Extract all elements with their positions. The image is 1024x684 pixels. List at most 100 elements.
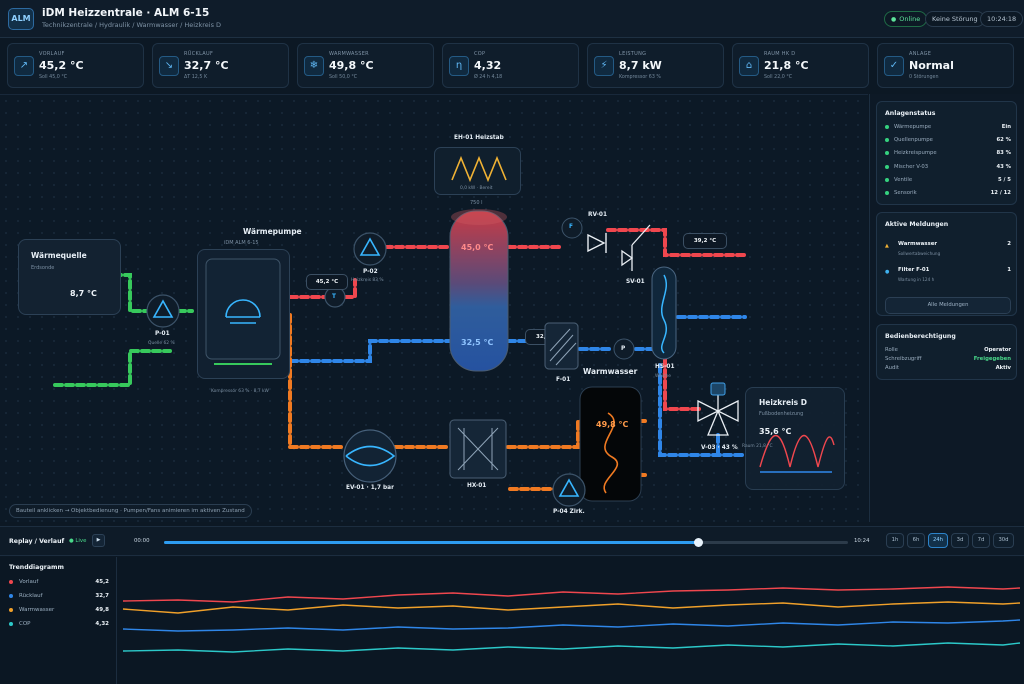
range-7d[interactable]: 7d	[972, 533, 990, 548]
evaporator-label[interactable]: EV-01 · 1,7 bar	[346, 485, 394, 491]
kpi-sub: Ø 24 h 4,18	[474, 75, 503, 80]
kpi-value: 8,7 kW	[619, 59, 662, 72]
kpi-card-ruecklauf[interactable]: ↘ RÜCKLAUF 32,7 °C ΔT 12,5 K	[152, 43, 289, 88]
dhw-temp: 49,8 °C	[596, 420, 629, 429]
eta-icon: η	[449, 56, 469, 76]
top-bar: ALM iDM Heizzentrale · ALM 6-15 Technikz…	[0, 0, 1024, 38]
return-temp-tag[interactable]: 32,	[525, 329, 551, 345]
hydraulic-schematic: Wärmequelle Erdsonde 8,7 °C P-01 Quelle …	[0, 94, 868, 522]
arrow-up-right-icon: ↗	[14, 56, 34, 76]
heatpump-card[interactable]	[197, 249, 290, 379]
heatpump-title: Wärmepumpe	[243, 227, 302, 236]
range-3d[interactable]: 3d	[951, 533, 969, 548]
replay-slider[interactable]	[164, 538, 848, 547]
pump-p01-sub: Quelle 62 %	[148, 341, 175, 346]
pressure-sensor-p-label[interactable]: P	[621, 346, 626, 352]
kpi-card-leistung[interactable]: ⚡ LEISTUNG 8,7 kW Kompressor 63 %	[587, 43, 724, 88]
kpi-card-warmwasser[interactable]: ❄ WARMWASSER 49,8 °C Soll 50,0 °C	[297, 43, 434, 88]
home-icon: ⌂	[739, 56, 759, 76]
legend-swatch	[9, 579, 13, 584]
pump-p02-sub: Heizkreis 83 %	[351, 278, 384, 283]
range-6h[interactable]: 6h	[907, 533, 925, 548]
heatpump-sub: Kompressor 63 % · 8,7 kW	[211, 389, 269, 394]
kpi-value: 4,32	[474, 59, 502, 72]
flow-sensor-f-label[interactable]: F	[569, 224, 573, 230]
page-title: iDM Heizzentrale · ALM 6-15	[42, 7, 210, 19]
kpi-value: 49,8 °C	[329, 59, 374, 72]
source-pipe-return	[53, 349, 172, 387]
heat-exchanger-label[interactable]: HX-01	[467, 483, 487, 489]
safety-valve-sv01	[621, 249, 634, 267]
kpi-label: VORLAUF	[39, 51, 65, 57]
return-pipe-mixer	[658, 363, 747, 457]
replay-title: Replay / Verlauf	[9, 538, 65, 545]
alerts-card: Aktive Meldungen ▲ Warmwasser Sollwertab…	[876, 212, 1017, 316]
fault-status-badge[interactable]: Keine Störung	[925, 11, 985, 27]
range-30d[interactable]: 30d	[993, 533, 1014, 548]
filter-f01-label[interactable]: F-01	[556, 377, 571, 383]
kpi-card-cop[interactable]: η COP 4,32 Ø 24 h 4,18	[442, 43, 579, 88]
kpi-card-raum[interactable]: ⌂ RAUM HK D 21,8 °C Soll 22,0 °C	[732, 43, 869, 88]
snowflake-icon: ❄	[304, 56, 324, 76]
schematic-pipes	[37, 155, 835, 507]
status-title: Anlagenstatus	[885, 110, 936, 117]
mixer-valve-label[interactable]: V-03 · 43 %	[701, 445, 738, 451]
pump-p02-label[interactable]: P-02	[363, 269, 378, 275]
kpi-card-vorlauf[interactable]: ↗ VORLAUF 45,2 °C Soll 45,0 °C	[7, 43, 144, 88]
check-valve-rv01-label[interactable]: RV-01	[588, 212, 608, 218]
legend-swatch	[9, 593, 13, 598]
breadcrumb[interactable]: Technikzentrale / Hydraulik / Warmwasser…	[42, 21, 222, 29]
access-title: Bedienberechtigung	[885, 333, 956, 340]
kpi-label: WARMWASSER	[329, 51, 369, 57]
kpi-card-anlage[interactable]: ✓ ANLAGE Normal 0 Störungen	[877, 43, 1014, 88]
warning-icon: ▲	[885, 243, 889, 249]
kpi-label: LEISTUNG	[619, 51, 647, 57]
buffer-volume: 750 l	[470, 200, 483, 206]
play-icon[interactable]: ▶	[92, 534, 105, 547]
heat-source-sub: Erdsonde	[31, 265, 55, 271]
range-24h[interactable]: 24h	[928, 533, 948, 548]
buffer-tank	[449, 210, 509, 372]
live-indicator[interactable]: Live	[69, 538, 86, 544]
temp-sensor-t-label[interactable]: T	[332, 294, 336, 300]
replay-slider-fill	[164, 541, 698, 544]
kpi-sub: 0 Störungen	[909, 75, 939, 80]
mixer-actuator	[710, 382, 726, 396]
kpi-label: RÜCKLAUF	[184, 51, 214, 57]
pump-p04-label[interactable]: P-04 Zirk.	[553, 509, 585, 515]
replay-slider-handle[interactable]	[693, 538, 703, 547]
pressure-sensor-p	[613, 338, 635, 360]
status-dot	[885, 137, 889, 142]
all-alerts-button[interactable]: Alle Meldungen	[885, 297, 1011, 314]
alert-item[interactable]: ▲ Warmwasser Sollwertabweichung 2	[885, 241, 1011, 256]
range-1h[interactable]: 1h	[886, 533, 904, 548]
alert-item[interactable]: ● Filter F-01 Wartung in 124 h 1	[885, 267, 1011, 282]
heating-circuit-sub: Fußbodenheizung	[759, 411, 804, 417]
safety-valve-sv01-label[interactable]: SV-01	[626, 279, 645, 285]
trend-divider	[116, 557, 117, 684]
replay-start-time: 00:00	[134, 538, 150, 544]
bolt-icon: ⚡	[594, 56, 614, 76]
kpi-sub: Soll 22,0 °C	[764, 75, 793, 80]
heating-circuit-room: Raum 21,8 °C	[742, 444, 773, 449]
hk-supply-temp-tag[interactable]: 39,2 °C	[683, 233, 727, 249]
heat-source-temp: 8,7 °C	[70, 289, 97, 298]
hydraulic-separator-label[interactable]: HS-01	[655, 364, 675, 370]
kpi-sub: ΔT 12,5 K	[184, 75, 208, 80]
mixer-valve-v03	[697, 399, 739, 436]
heat-source-card[interactable]	[18, 239, 121, 315]
trend-line-warmwasser	[122, 601, 1021, 614]
pump-p01-label[interactable]: P-01	[155, 331, 170, 337]
trend-chart	[122, 586, 1021, 653]
supply-temp-tag[interactable]: 45,2 °C	[306, 274, 348, 290]
